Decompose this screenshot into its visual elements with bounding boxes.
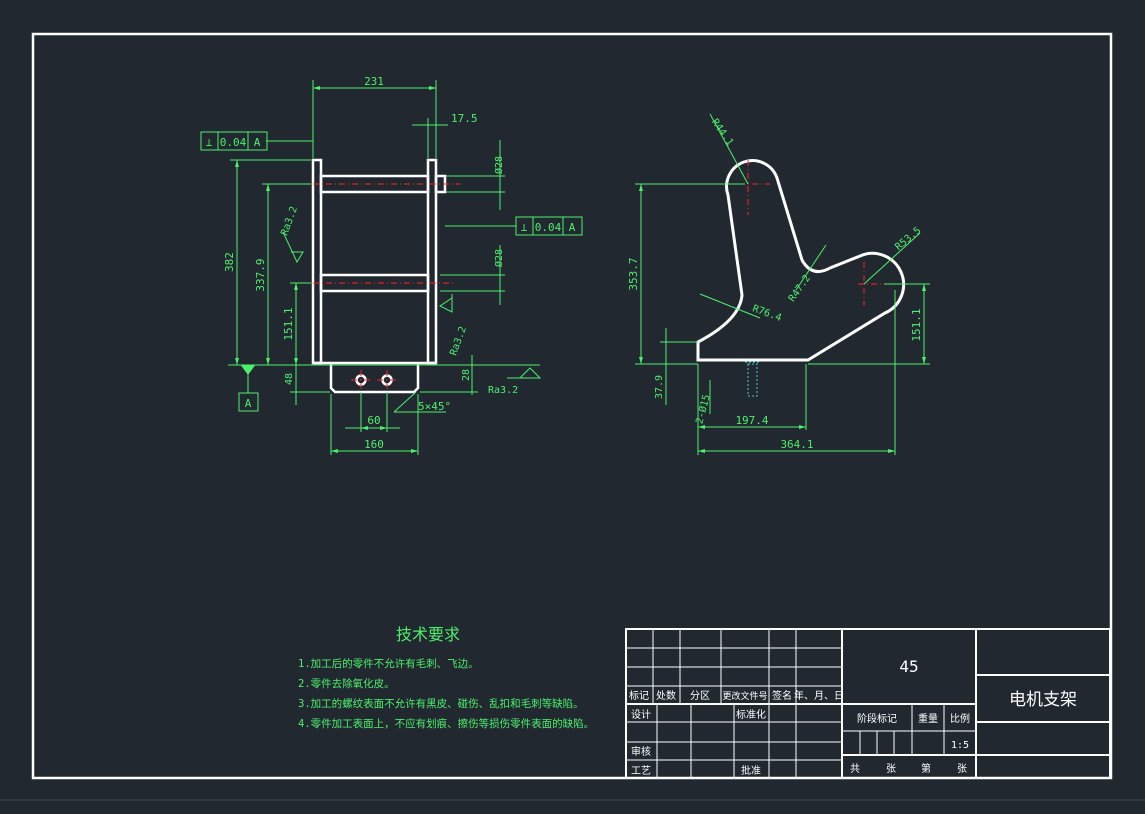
roughness-mid: Ra3.2 bbox=[448, 325, 469, 357]
dim-base: 48 bbox=[284, 373, 295, 385]
label-approve: 批准 bbox=[741, 764, 761, 777]
side-dim-base-height: 37.9 bbox=[654, 375, 665, 399]
header-mark: 标记 bbox=[629, 690, 649, 702]
side-dim-364: 364.1 bbox=[780, 438, 813, 451]
dim-hole-mid: Ø28 bbox=[493, 249, 505, 267]
front-view: 231 17.5 Ø28 Ø28 382 337.9 151.1 48 28 6… bbox=[200, 75, 583, 455]
dim-height-upper: 337.9 bbox=[254, 258, 267, 291]
tech-req-item-1: 1.加工后的零件不允许有毛刺、飞边。 bbox=[298, 657, 479, 670]
tech-req-item-4: 4.零件加工表面上，不应有划痕、擦伤等损伤零件表面的缺陷。 bbox=[298, 717, 594, 730]
tech-req-item-2: 2.零件去除氧化皮。 bbox=[298, 677, 395, 690]
label-standardize: 标准化 bbox=[736, 708, 766, 721]
header-change-doc: 更改文件号 bbox=[722, 690, 767, 702]
radius-lower: R76.4 bbox=[751, 303, 783, 324]
side-dim-height: 353.7 bbox=[627, 257, 640, 290]
header-count: 处数 bbox=[656, 689, 676, 702]
header-date: 年、月、日 bbox=[794, 689, 844, 702]
side-view: R44.1 R53.5 R47.2 R76.4 353.7 151.1 37.9… bbox=[627, 113, 930, 455]
header-zone: 分区 bbox=[690, 690, 710, 702]
datum-label: A bbox=[245, 397, 252, 410]
tech-req-title: 技术要求 bbox=[396, 625, 460, 644]
label-review: 审核 bbox=[631, 745, 651, 758]
label-stage-mark: 阶段标记 bbox=[857, 712, 897, 725]
label-sheets: 张 bbox=[886, 763, 896, 775]
label-ratio: 比例 bbox=[950, 712, 970, 725]
dim-base-width: 160 bbox=[364, 438, 384, 451]
dim-width: 231 bbox=[364, 75, 384, 88]
title-block: 45 电机支架 标记 处数 分区 更改文件号 签名 年、月、日 设计 标准化 审… bbox=[625, 628, 1111, 779]
drawing-frame bbox=[31, 32, 1113, 780]
tol-mid-value: 0.04 bbox=[535, 221, 562, 234]
dim-height-lower: 151.1 bbox=[282, 307, 295, 340]
side-dim-right-height: 151.1 bbox=[910, 308, 923, 341]
tol-top-symbol: ⊥ bbox=[206, 136, 213, 149]
tech-req-item-3: 3.加工的螺纹表面不允许有黑皮、碰伤、乱扣和毛刺等缺陷。 bbox=[298, 697, 584, 710]
tol-top-datum: A bbox=[254, 136, 261, 149]
header-sign: 签名 bbox=[772, 689, 792, 702]
part-name: 电机支架 bbox=[1009, 690, 1077, 710]
label-process: 工艺 bbox=[631, 765, 651, 777]
side-dim-197: 197.4 bbox=[735, 414, 768, 427]
tech-requirements: 技术要求 1.加工后的零件不允许有毛刺、飞边。 2.零件去除氧化皮。 3.加工的… bbox=[298, 625, 594, 730]
radius-top: R44.1 bbox=[709, 117, 735, 148]
tol-mid-symbol: ⊥ bbox=[521, 221, 528, 234]
label-design: 设计 bbox=[631, 708, 651, 721]
radius-inner: R47.2 bbox=[787, 273, 813, 304]
ratio-value: 1:5 bbox=[951, 740, 969, 751]
chamfer-label: 5×45° bbox=[418, 400, 451, 413]
side-profile bbox=[696, 159, 906, 362]
dim-height-total: 382 bbox=[223, 252, 236, 272]
dim-base-right: 28 bbox=[461, 369, 472, 381]
radius-right: R53.5 bbox=[893, 225, 923, 253]
label-total: 共 bbox=[850, 763, 860, 775]
roughness-left: Ra3.2 bbox=[279, 205, 300, 237]
tol-top-value: 0.04 bbox=[220, 136, 247, 149]
dim-tab: 17.5 bbox=[451, 112, 478, 125]
label-page: 第 bbox=[921, 762, 931, 775]
label-weight: 重量 bbox=[918, 712, 938, 725]
dim-hole-top: Ø28 bbox=[493, 156, 505, 174]
dim-hole-pitch: 60 bbox=[367, 414, 380, 427]
label-page-sheet: 张 bbox=[957, 763, 967, 775]
roughness-right: Ra3.2 bbox=[488, 385, 518, 396]
material-label: 45 bbox=[899, 657, 918, 676]
tol-mid-datum: A bbox=[569, 221, 576, 234]
